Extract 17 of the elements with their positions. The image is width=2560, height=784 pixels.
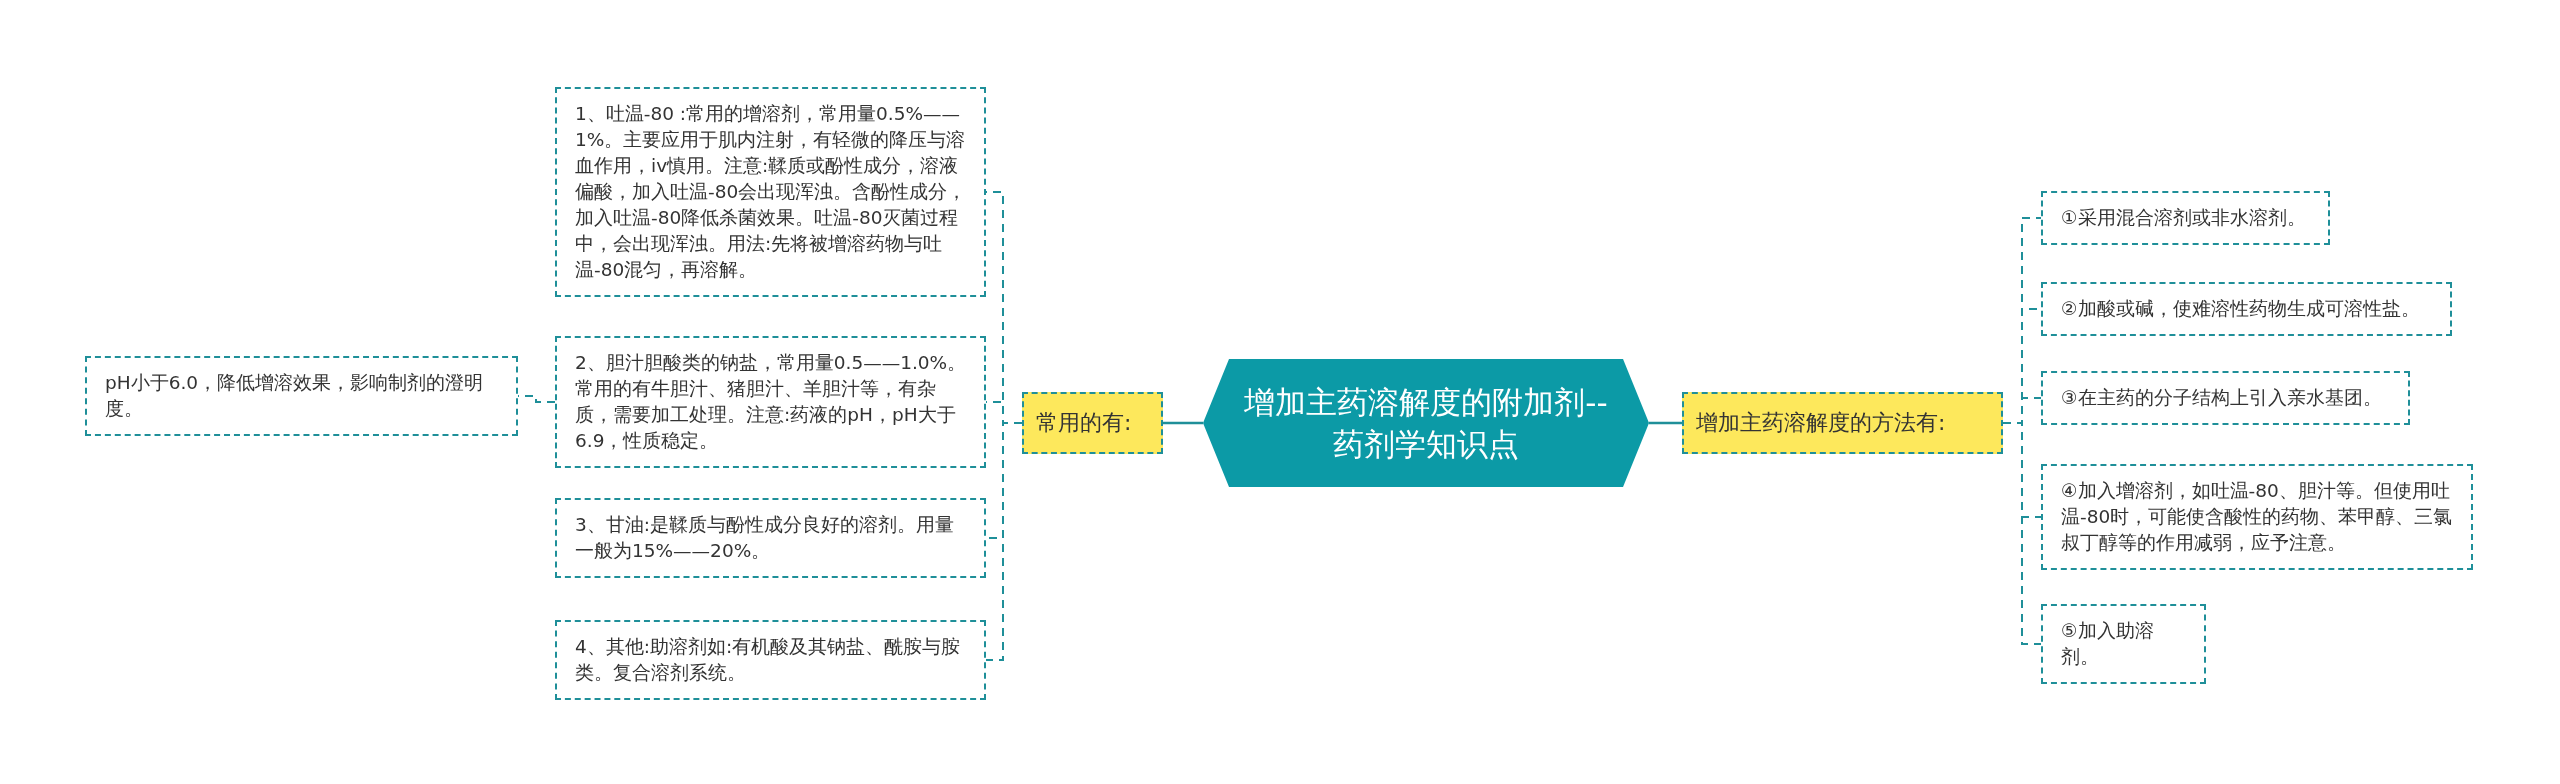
topic-hexagon: 增加主药溶解度的附加剂--药剂学知识点 — [1203, 359, 1649, 487]
note-box: ①采用混合溶剂或非水溶剂。 — [2041, 191, 2330, 245]
branch-box: 常用的有: — [1022, 392, 1163, 454]
note-box: 4、其他:助溶剂如:有机酸及其钠盐、酰胺与胺类。复合溶剂系统。 — [555, 620, 986, 700]
note-box: 2、胆汁胆酸类的钠盐，常用量0.5——1.0%。常用的有牛胆汁、猪胆汁、羊胆汁等，有杂质，需要加工处理。注意:药液的pH，pH大于6.9，性质稳定。 — [555, 336, 986, 468]
connector — [1163, 421, 1203, 425]
note-box: pH小于6.0，降低增溶效果，影响制剂的澄明度。 — [85, 356, 518, 436]
note-box: 3、甘油:是鞣质与酚性成分良好的溶剂。用量一般为15%——20%。 — [555, 498, 986, 578]
connector — [1649, 421, 1682, 425]
connector — [985, 422, 1023, 661]
connector — [2002, 422, 2042, 645]
note-box: ④加入增溶剂，如吐温-80、胆汁等。但使用吐温-80时，可能使含酸性的药物、苯甲醇、三氯叔丁醇等的作用减弱，应予注意。 — [2041, 464, 2473, 570]
note-box: 1、吐温-80 :常用的增溶剂，常用量0.5%——1%。主要应用于肌内注射，有轻微的降压与溶血作用，iv慎用。注意:鞣质或酚性成分，溶液偏酸，加入吐温-80会出现浑浊。含酚性成分，加入吐温-80降低杀菌效果。吐温-80灭菌过程中，会出现浑浊。用法:先将被增溶药物与吐温-80混匀，再溶解。 — [555, 87, 986, 297]
note-box: ⑤加入助溶剂。 — [2041, 604, 2206, 684]
note-box: ③在主药的分子结构上引入亲水基团。 — [2041, 371, 2410, 425]
note-box: ②加酸或碱，使难溶性药物生成可溶性盐。 — [2041, 282, 2452, 336]
branch-box: 增加主药溶解度的方法有: — [1682, 392, 2003, 454]
